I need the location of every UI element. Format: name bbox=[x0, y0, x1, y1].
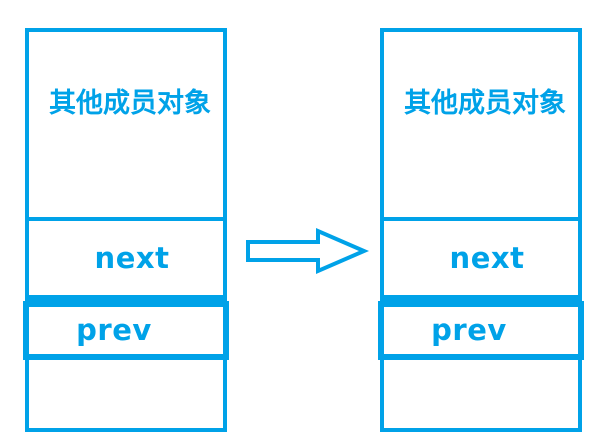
node-right-members-cell: 其他成员对象 bbox=[384, 32, 578, 221]
node-left-next-cell[interactable]: next bbox=[29, 221, 223, 301]
node-right-prev-label: prev bbox=[431, 313, 507, 347]
node-right-next-cell[interactable]: next bbox=[384, 221, 578, 301]
node-right-members-text-wrap: 其他成员对象 bbox=[392, 90, 578, 117]
node-right-next-label: next bbox=[449, 240, 525, 275]
node-left-members-label: 其他成员对象 bbox=[49, 88, 211, 119]
transition-arrow bbox=[246, 225, 370, 277]
node-right-members-label: 其他成员对象 bbox=[404, 88, 566, 119]
block-arrow-right-icon bbox=[246, 227, 370, 275]
struct-node-left: 其他成员对象 next prev bbox=[23, 28, 229, 432]
node-left-next-label: next bbox=[94, 240, 170, 275]
node-right-prev-cell[interactable]: prev bbox=[378, 301, 584, 360]
struct-node-right: 其他成员对象 next prev bbox=[378, 28, 584, 432]
node-left-prev-cell[interactable]: prev bbox=[23, 301, 229, 360]
node-left-prev-label: prev bbox=[76, 313, 152, 347]
node-left-tail-cell bbox=[29, 360, 223, 428]
node-left-members-text-wrap: 其他成员对象 bbox=[37, 90, 223, 117]
node-left-members-cell: 其他成员对象 bbox=[29, 32, 223, 221]
node-right-tail-cell bbox=[384, 360, 578, 428]
